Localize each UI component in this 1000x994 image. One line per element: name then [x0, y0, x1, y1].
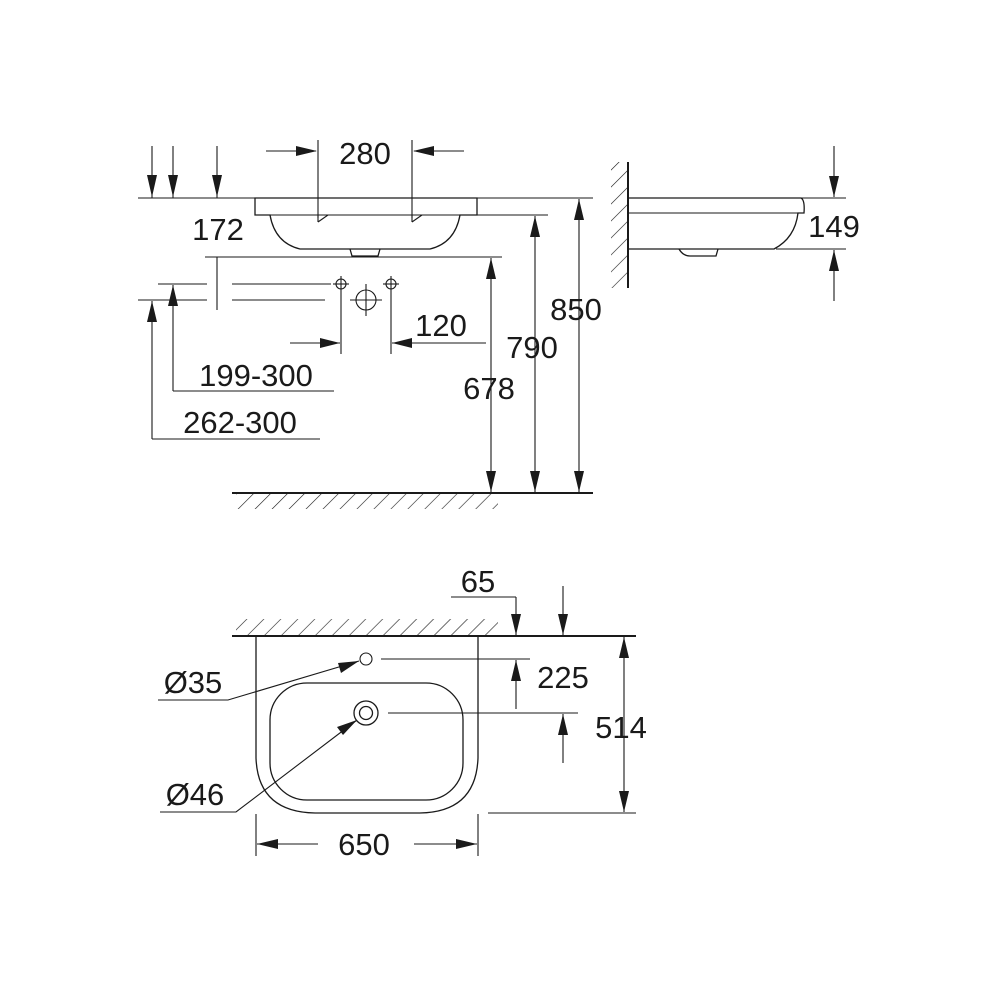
dim-total-depth: 514 [595, 710, 647, 745]
dim-rim-depth: 172 [192, 212, 244, 247]
dim-waste-height-1: 199-300 [199, 358, 313, 393]
dim-waste-height-2: 262-300 [183, 405, 297, 440]
basin-bowl [269, 682, 464, 801]
dim-tap-hole-offset: 65 [461, 564, 495, 599]
dim-depth: 149 [808, 209, 860, 244]
side-view: 149 [611, 146, 860, 301]
valve-symbols [333, 276, 399, 316]
basin-side-outline [629, 197, 805, 250]
wall-hatch [611, 162, 629, 288]
dim-tap-hole-dia: Ø35 [164, 665, 223, 700]
dim-tap-to-waste: 225 [537, 660, 589, 695]
top-wall-hatch [232, 619, 636, 637]
dim-tap-spacing: 280 [339, 136, 391, 171]
top-view: 65 225 514 Ø35 Ø46 650 [158, 564, 647, 862]
dim-floor-to-tap: 678 [463, 371, 515, 406]
basin-top-outline [255, 636, 479, 814]
dim-waste-dia: Ø46 [166, 777, 225, 812]
tap-hole [359, 652, 373, 666]
dim-width: 650 [338, 827, 390, 862]
dim-floor-to-top: 850 [550, 292, 602, 327]
floor-hatch [232, 492, 593, 509]
front-view: 280 172 120 [138, 136, 602, 509]
dim-floor-to-rim: 790 [506, 330, 558, 365]
waste-outlet [353, 700, 379, 726]
dim-valve-spacing: 120 [415, 308, 467, 343]
basin-front-outline [254, 197, 478, 250]
